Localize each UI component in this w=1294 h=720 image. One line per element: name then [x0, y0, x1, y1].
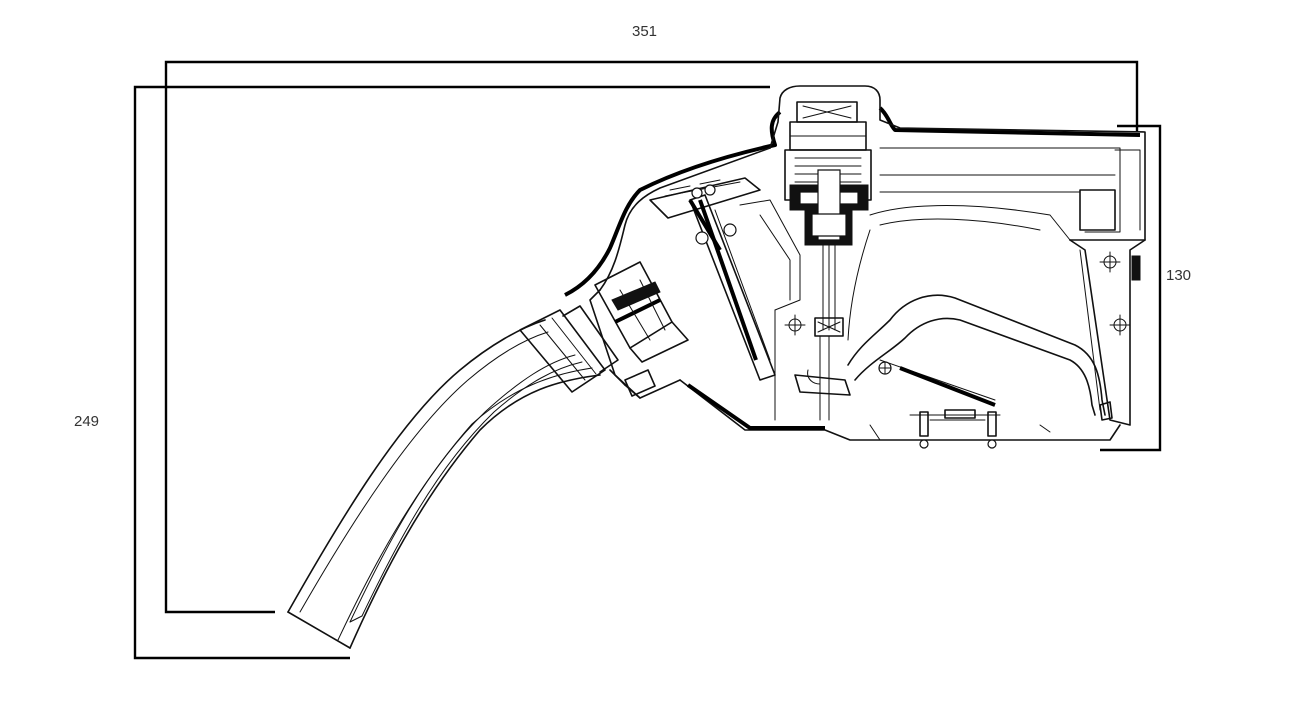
internal-mechanism: [594, 177, 1071, 421]
dimension-bracket-130: [1100, 124, 1162, 452]
bottom-fittings: [869, 409, 1051, 449]
pivot-marks: [784, 251, 1131, 336]
nozzle-body: [564, 85, 1146, 441]
valve-housing: [784, 101, 872, 421]
trigger-lever: [794, 255, 1141, 421]
dimension-label-351: 351: [632, 23, 658, 40]
dimension-label-249: 249: [74, 413, 100, 430]
dimension-label-130: 130: [1166, 267, 1192, 284]
dimension-bracket-249: [133, 85, 770, 660]
dimension-bracket-351: [164, 60, 1139, 614]
spout: [287, 305, 619, 649]
